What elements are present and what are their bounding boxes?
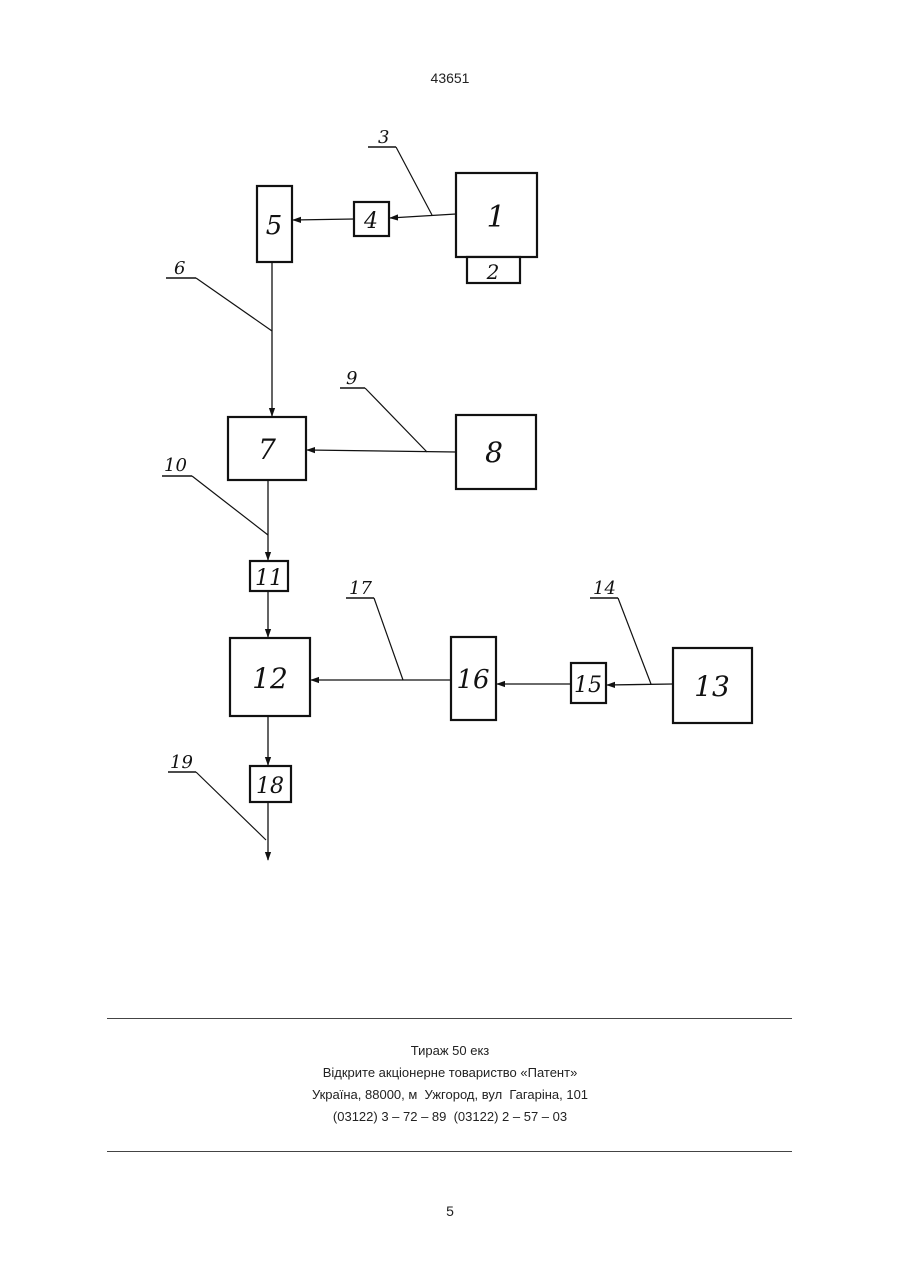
connection-9-label: 9: [346, 368, 357, 389]
connection-19-label: 19: [170, 752, 193, 773]
publisher-phones: (03122) 3 – 72 – 89 (03122) 2 – 57 – 03: [0, 1106, 900, 1128]
print-run: Тираж 50 екз: [0, 1040, 900, 1062]
connection-14-label: 14: [593, 578, 616, 599]
connection-17: 17: [346, 578, 403, 680]
block-1: 1: [456, 173, 537, 257]
connection-6: 6: [166, 258, 272, 331]
block-13: 13: [673, 648, 752, 723]
block-8-label: 8: [485, 436, 503, 469]
block-7-label: 7: [258, 433, 276, 466]
block-4: 4: [354, 202, 389, 236]
footer-rule-bottom: [107, 1151, 792, 1152]
block-5: 5: [257, 186, 292, 262]
publisher-name: Відкрите акціонерне товариство «Патент»: [0, 1062, 900, 1084]
block-diagram: 1 2 4 5 7 8 11 12 13 15 16 18: [0, 0, 900, 1000]
connection-6-label: 6: [174, 258, 185, 279]
line-13-to-15: [607, 684, 673, 685]
footer-rule-top: [107, 1018, 792, 1019]
block-7: 7: [228, 417, 306, 480]
publisher-imprint: Тираж 50 екз Відкрите акціонерне товарис…: [0, 1040, 900, 1128]
block-2-label: 2: [486, 260, 500, 284]
line-1-to-4: [390, 214, 456, 218]
block-16: 16: [451, 637, 496, 720]
publisher-address: Україна, 88000, м Ужгород, вул Гагаріна,…: [0, 1084, 900, 1106]
block-5-label: 5: [266, 211, 283, 241]
page-number: 5: [0, 1203, 900, 1219]
block-12-label: 12: [252, 662, 288, 695]
block-18-label: 18: [256, 774, 284, 799]
block-18: 18: [250, 766, 291, 802]
block-11: 11: [250, 561, 288, 591]
block-13-label: 13: [694, 670, 730, 703]
block-1-label: 1: [486, 200, 505, 235]
block-4-label: 4: [363, 209, 378, 234]
block-16-label: 16: [456, 665, 489, 695]
line-8-to-7: [307, 450, 456, 452]
block-12: 12: [230, 638, 310, 716]
block-8: 8: [456, 415, 536, 489]
block-2: 2: [467, 257, 520, 284]
line-4-to-5: [293, 219, 354, 220]
connection-3-label: 3: [378, 127, 389, 148]
block-11-label: 11: [255, 566, 283, 591]
connection-10-label: 10: [164, 455, 187, 476]
connection-9: 9: [340, 368, 427, 452]
block-15-label: 15: [574, 673, 602, 698]
connection-17-label: 17: [349, 578, 372, 599]
block-15: 15: [571, 663, 606, 703]
